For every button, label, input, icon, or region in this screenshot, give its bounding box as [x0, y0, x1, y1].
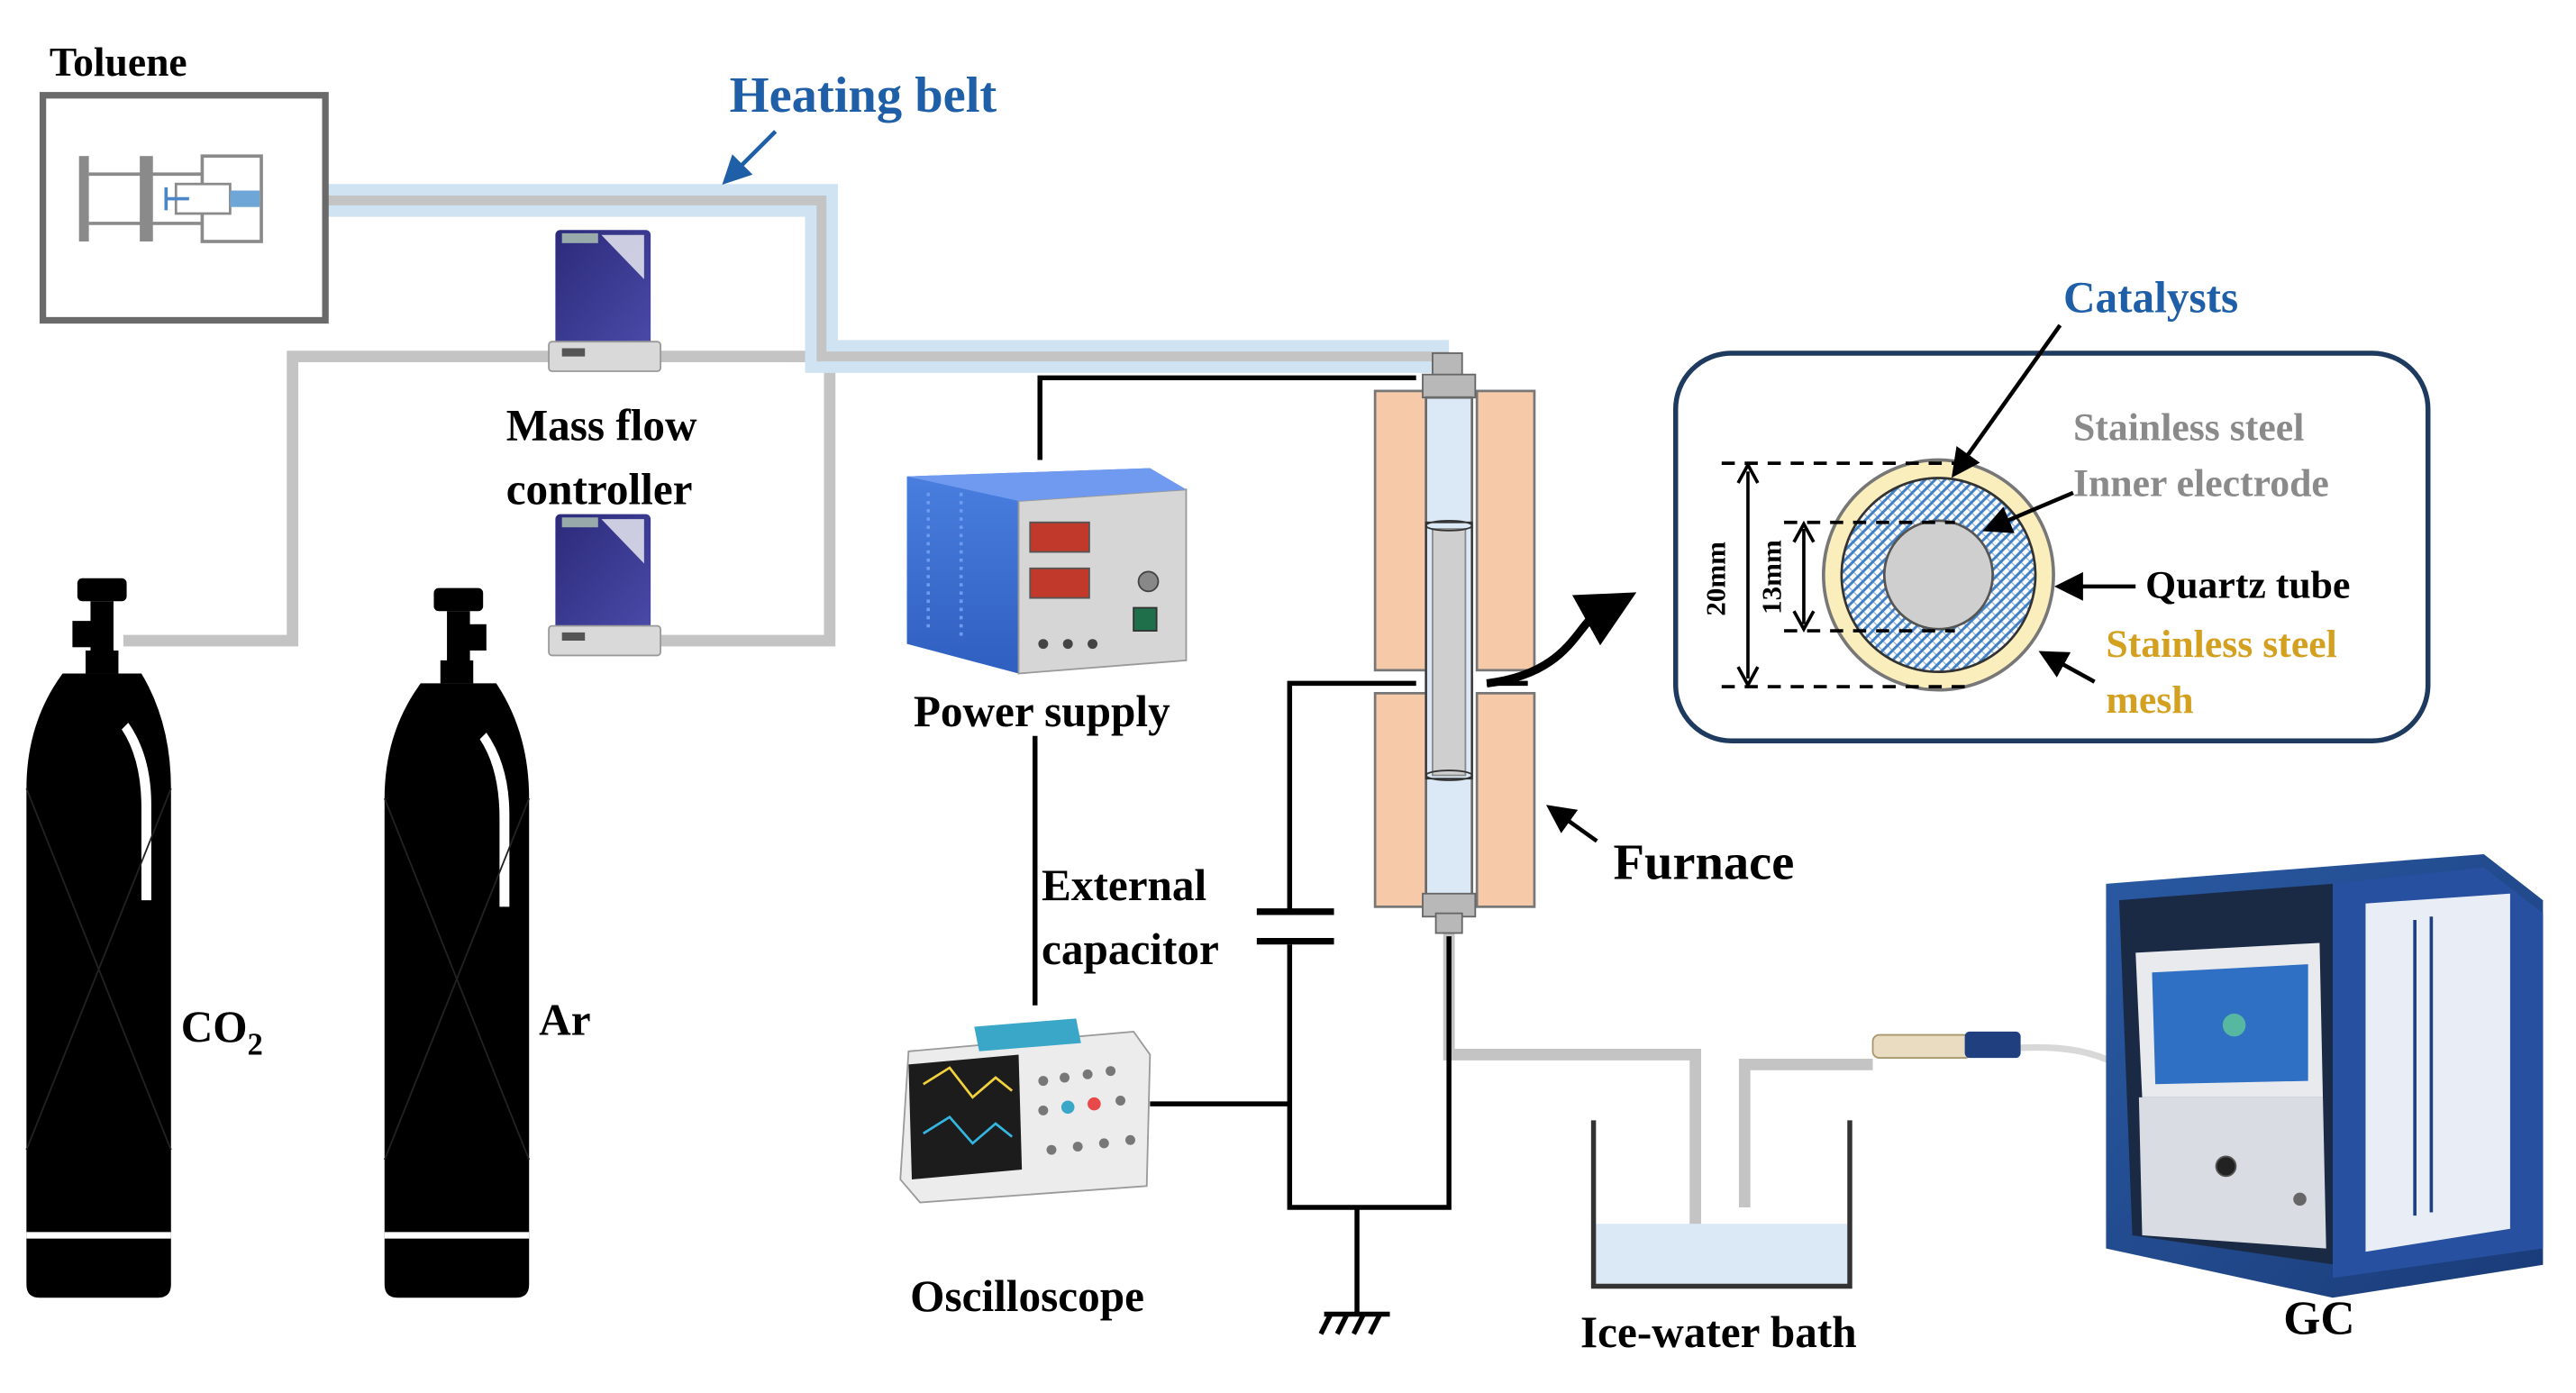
reactor-cross-section [1673, 351, 2431, 743]
text-labels: Toluene Heating belt Mass flow controlle… [50, 39, 2355, 1357]
label-furnace: Furnace [1613, 834, 1794, 890]
label-power-supply: Power supply [914, 687, 1170, 736]
outlet-lines [1443, 928, 1873, 1249]
label-heating-belt: Heating belt [730, 68, 997, 123]
label-inner-electrode-1: Stainless steel [2073, 406, 2304, 450]
label-ar: Ar [539, 996, 590, 1045]
oscilloscope-icon [899, 1018, 1151, 1204]
label-external-2: capacitor [1042, 924, 1219, 974]
label-catalysts: Catalysts [2063, 272, 2238, 322]
gas-cylinder-icon [25, 578, 172, 1298]
label-mesh-1: Stainless steel [2106, 623, 2336, 666]
label-mass-flow-1: Mass flow [506, 401, 697, 451]
mass-flow-controller-icon [548, 230, 661, 372]
label-mass-flow-2: controller [506, 465, 693, 514]
label-inner-electrode-2: Inner electrode [2073, 462, 2329, 505]
syringe-pump-icon [39, 92, 329, 324]
label-co2: CO2 [181, 1002, 263, 1062]
label-external-1: External [1042, 860, 1206, 910]
label-mesh-2: mesh [2106, 678, 2193, 722]
gas-chromatograph-icon [2106, 854, 2544, 1298]
furnace [1373, 389, 1536, 908]
mass-flow-controller-icon [548, 514, 661, 657]
heating-belt-arrow [722, 130, 778, 186]
label-oscilloscope: Oscilloscope [910, 1271, 1144, 1321]
label-toluene: Toluene [50, 39, 187, 85]
label-dim-20mm: 20mm [1699, 542, 1731, 616]
leader-arrows [1546, 323, 2136, 843]
label-gc: GC [2283, 1292, 2354, 1344]
power-supply-icon [906, 468, 1188, 675]
label-ice-water-bath: Ice-water bath [1580, 1307, 1857, 1357]
inset-pointer-arrow [1486, 592, 1637, 687]
ground-symbol [1318, 1311, 1390, 1335]
electrical-wires [1033, 375, 1528, 1315]
label-dim-13mm: 13mm [1755, 540, 1787, 615]
ice-water-bath [1590, 1120, 1852, 1289]
gas-cylinder-icon [383, 587, 531, 1298]
capacitor-symbol [1256, 908, 1334, 945]
heating-belt [262, 184, 1450, 373]
dbd-reactor-icon [1422, 352, 1477, 934]
sampling-tube [1871, 1031, 2021, 1059]
label-quartz-tube: Quartz tube [2145, 564, 2350, 607]
